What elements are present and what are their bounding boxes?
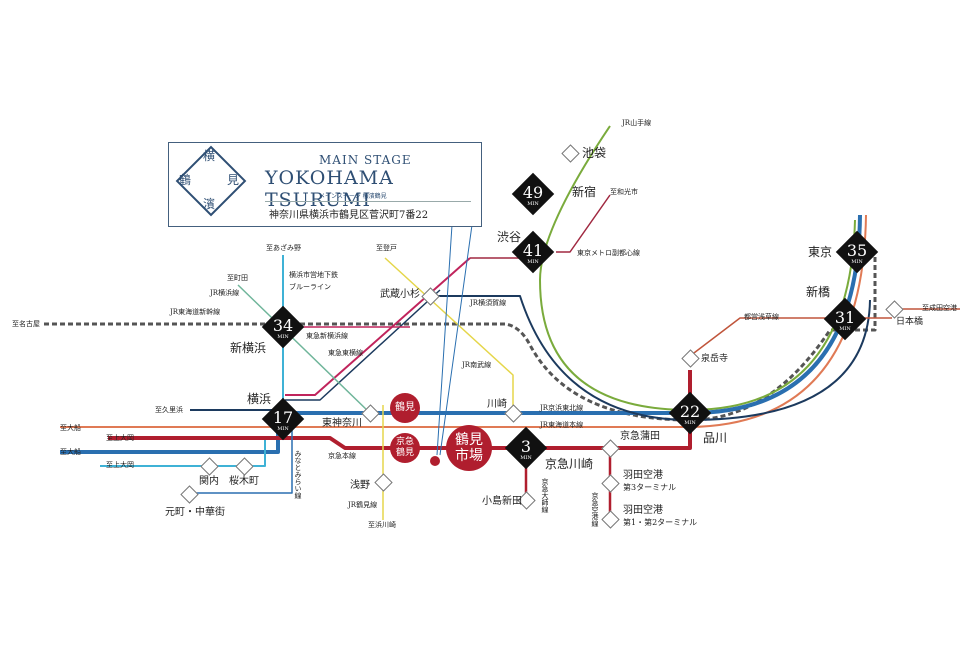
- hub-minutes: 49: [522, 183, 544, 202]
- station-label: 元町・中華街: [165, 507, 225, 518]
- logo-char-left: 鶴: [179, 173, 192, 187]
- divider: [265, 201, 471, 202]
- hub-label: 新橋: [806, 285, 831, 299]
- logo-char-bottom: 濱: [203, 197, 216, 211]
- line-label: JR東海道新幹線: [170, 308, 221, 316]
- property-dot: [430, 456, 440, 466]
- line-label: 東急東横線: [328, 349, 363, 357]
- property-logo: 横 鶴 見 濱: [175, 145, 247, 217]
- property-title: YOKOHAMA TSURUMI: [265, 167, 394, 211]
- line-toyoko: [285, 257, 471, 396]
- line-label: ブルーライン: [289, 283, 331, 291]
- logo-char-top: 横: [203, 149, 216, 163]
- station-label: 第1・第2ターミナル: [623, 518, 698, 527]
- line-label: 東急新横浜線: [306, 332, 348, 340]
- station-tsurumi[interactable]: 鶴見: [390, 393, 420, 423]
- line-label: 京急空港線: [591, 492, 599, 527]
- line-asakusa: [689, 308, 960, 357]
- line-label: 都営浅草線: [744, 313, 779, 321]
- hub-label: 新宿: [572, 185, 597, 199]
- station-label: 泉岳寺: [701, 354, 729, 364]
- line-label: 至大船: [60, 424, 81, 432]
- station-label: 京急蒲田: [620, 431, 660, 442]
- line-label: 京急大師線: [541, 478, 549, 513]
- station-label: 池袋: [582, 146, 607, 160]
- station-label: 関内: [199, 476, 219, 487]
- station-label: 第3ターミナル: [623, 483, 677, 492]
- line-label: 至久里浜: [155, 406, 183, 414]
- line-tokaido: [60, 214, 867, 428]
- line-label: JR鶴見線: [348, 501, 378, 509]
- logo-char-right: 見: [227, 173, 240, 187]
- line-label: JR横須賀線: [470, 299, 507, 307]
- label-line1: 京急: [395, 437, 414, 447]
- property-address: 神奈川県横浜市鶴見区菅沢町7番22: [269, 210, 429, 221]
- line-tokaido-shinkansen: [44, 250, 877, 422]
- property-subtitle: MAIN STAGE: [319, 153, 412, 167]
- hub-label: 新横浜: [230, 341, 267, 355]
- hub-label: 渋谷: [497, 230, 522, 244]
- hub-label: 品川: [703, 431, 728, 445]
- label-line2: 鶴見: [395, 448, 414, 458]
- line-toyoko-2: [285, 289, 441, 401]
- line-label: JR南武線: [462, 361, 492, 369]
- line-label: 至成田空港: [922, 304, 957, 312]
- station-label: 日本橋: [896, 317, 924, 327]
- line-label: 至町田: [227, 274, 248, 282]
- line-label: JR山手線: [622, 119, 652, 127]
- station-keikyu-tsurumi[interactable]: 京急鶴見: [390, 433, 420, 463]
- hub-label: 京急川崎: [545, 457, 594, 471]
- line-label: 至上大岡: [106, 461, 134, 469]
- hub-unit: MIN: [527, 201, 539, 207]
- station-label: 浅野: [350, 480, 370, 491]
- line-label: JR京浜東北線: [540, 404, 584, 412]
- station-label: 武蔵小杉: [380, 289, 420, 300]
- label-line2: 市場: [455, 448, 483, 464]
- line-label: 至登戸: [376, 244, 397, 252]
- station-label: 羽田空港: [623, 505, 663, 516]
- station-label: 桜木町: [229, 476, 259, 487]
- line-label: JR横浜線: [210, 289, 240, 297]
- property-kana: メインステージ 横濱鶴見: [319, 193, 387, 200]
- station-label: 東神奈川: [322, 418, 362, 429]
- line-label: 至あざみ野: [266, 244, 301, 252]
- property-info-box: 横 鶴 見 濱 MAIN STAGE YOKOHAMA TSURUMI メインス…: [168, 142, 482, 227]
- line-label: 横浜市営地下鉄: [289, 271, 338, 279]
- line-label: JR東海道本線: [540, 421, 584, 429]
- station-label: 川崎: [487, 399, 507, 410]
- station-label: 小島新田: [482, 496, 522, 507]
- line-yamanote: [539, 125, 856, 411]
- station-label: 羽田空港: [623, 470, 663, 481]
- line-label: 至上大岡: [106, 434, 134, 442]
- line-label: みなとみらい線: [294, 450, 302, 499]
- hub-label: 横浜: [247, 392, 272, 406]
- label-line1: 鶴見: [455, 432, 483, 448]
- line-label: 東京メトロ副都心線: [577, 249, 640, 257]
- line-minatomirai: [190, 430, 293, 494]
- line-label: 至名古屋: [12, 320, 40, 328]
- line-label: 至大船: [60, 448, 81, 456]
- hub-label: 東京: [808, 245, 833, 259]
- line-label: 至浜川崎: [368, 521, 396, 529]
- line-jr-yokohama: [237, 284, 371, 414]
- line-label: 京急本線: [328, 452, 356, 460]
- line-label: 至和光市: [610, 188, 638, 196]
- pointer-line: [436, 224, 473, 456]
- tsurumi-market-marker[interactable]: 鶴見市場: [446, 425, 492, 471]
